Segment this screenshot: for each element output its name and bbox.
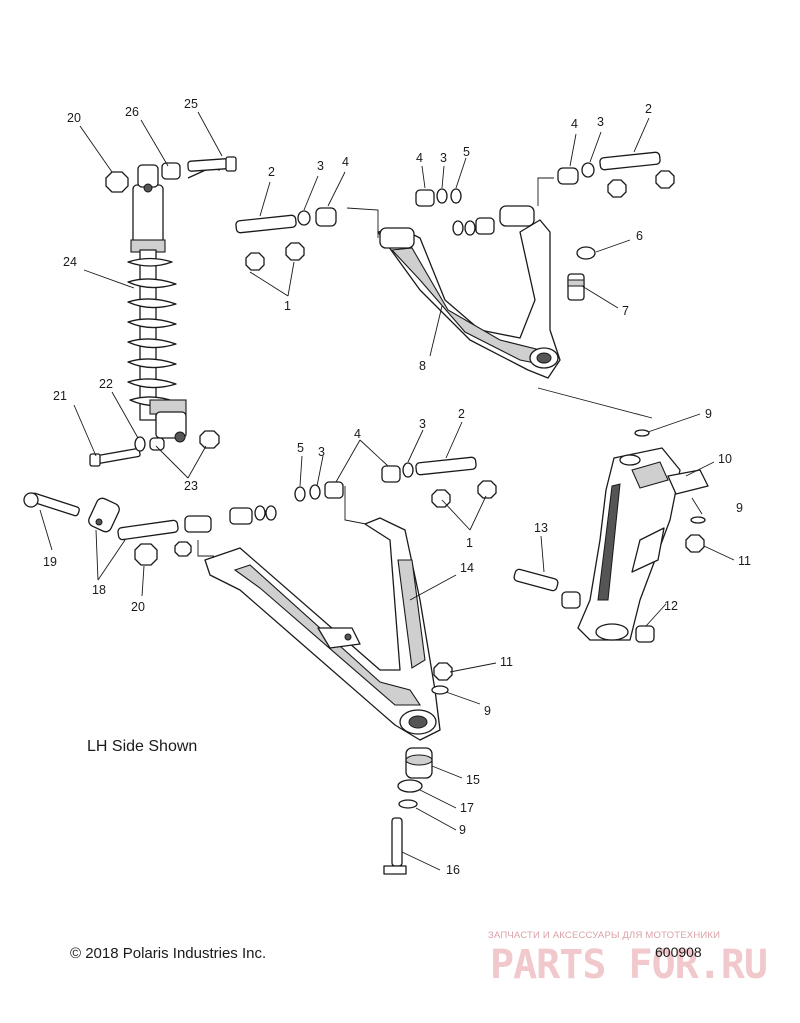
callout-19: 19 [43, 555, 57, 569]
callout-11-knuckle: 11 [738, 554, 751, 568]
lower-a-arm [204, 517, 441, 741]
callout-26: 26 [125, 105, 139, 119]
callout-3-lower-right: 3 [419, 417, 426, 431]
lh-side-note: LH Side Shown [87, 738, 198, 755]
lower-pivot-bolts [23, 492, 277, 566]
callout-20-bottom: 20 [131, 600, 145, 614]
callout-21: 21 [53, 389, 67, 403]
callout-9-knuckle-side: 9 [736, 501, 743, 515]
callout-23: 23 [184, 479, 198, 493]
leader-lines [39, 111, 735, 871]
callout-8: 8 [419, 359, 426, 373]
callout-11-lower: 11 [500, 655, 513, 669]
shock-lower-hardware [89, 430, 220, 467]
callout-20-top: 20 [67, 111, 81, 125]
ball-joint-stack [383, 747, 433, 875]
callout-3-upper-left: 3 [317, 159, 324, 173]
callout-9-bottom: 9 [459, 823, 466, 837]
callout-5-lower: 5 [297, 441, 304, 455]
callout-2-lower: 2 [458, 407, 465, 421]
callout-24: 24 [63, 255, 77, 269]
callout-1-upper: 1 [284, 299, 291, 313]
callout-22: 22 [99, 377, 113, 391]
callout-4-upper-right: 4 [571, 117, 578, 131]
copyright: © 2018 Polaris Industries Inc. [70, 945, 267, 962]
document-number: 600908 [655, 944, 702, 960]
callout-13: 13 [534, 521, 548, 535]
callouts: 20 26 25 24 21 22 23 19 18 20 2 3 4 1 4 … [43, 97, 751, 877]
callout-5-upper: 5 [463, 145, 470, 159]
callout-14: 14 [460, 561, 474, 575]
callout-1-lower: 1 [466, 536, 473, 550]
callout-2-upper-right: 2 [645, 102, 652, 116]
upper-arm-hardware [235, 151, 675, 301]
callout-15: 15 [466, 773, 480, 787]
callout-4-upper-mid: 4 [416, 151, 423, 165]
callout-3-upper-mid: 3 [440, 151, 447, 165]
callout-10: 10 [718, 452, 732, 466]
callout-3-upper-right: 3 [597, 115, 604, 129]
callout-12: 12 [664, 599, 678, 613]
watermark-tagline: ЗАПЧАСТИ И АКСЕССУАРЫ ДЛЯ МОТОТЕХНИКИ [488, 930, 721, 941]
callout-4-upper-left: 4 [342, 155, 349, 169]
callout-3-lower-left: 3 [318, 445, 325, 459]
callout-9-lower: 9 [484, 704, 491, 718]
callout-7: 7 [622, 304, 629, 318]
callout-17: 17 [460, 801, 474, 815]
callout-16: 16 [446, 863, 460, 877]
lower-arm-hardware [294, 456, 497, 695]
callout-6: 6 [636, 229, 643, 243]
callout-18: 18 [92, 583, 106, 597]
callout-25: 25 [184, 97, 198, 111]
callout-4-lower: 4 [354, 427, 361, 441]
shock-absorber [127, 164, 221, 443]
upper-a-arm [377, 205, 561, 379]
shock-top-hardware [105, 156, 237, 193]
steering-knuckle [513, 429, 709, 643]
callout-2-upper-left: 2 [268, 165, 275, 179]
watermark-logo: PARTS FOR.RU [490, 942, 768, 988]
callout-9-knuckle-top: 9 [705, 407, 712, 421]
